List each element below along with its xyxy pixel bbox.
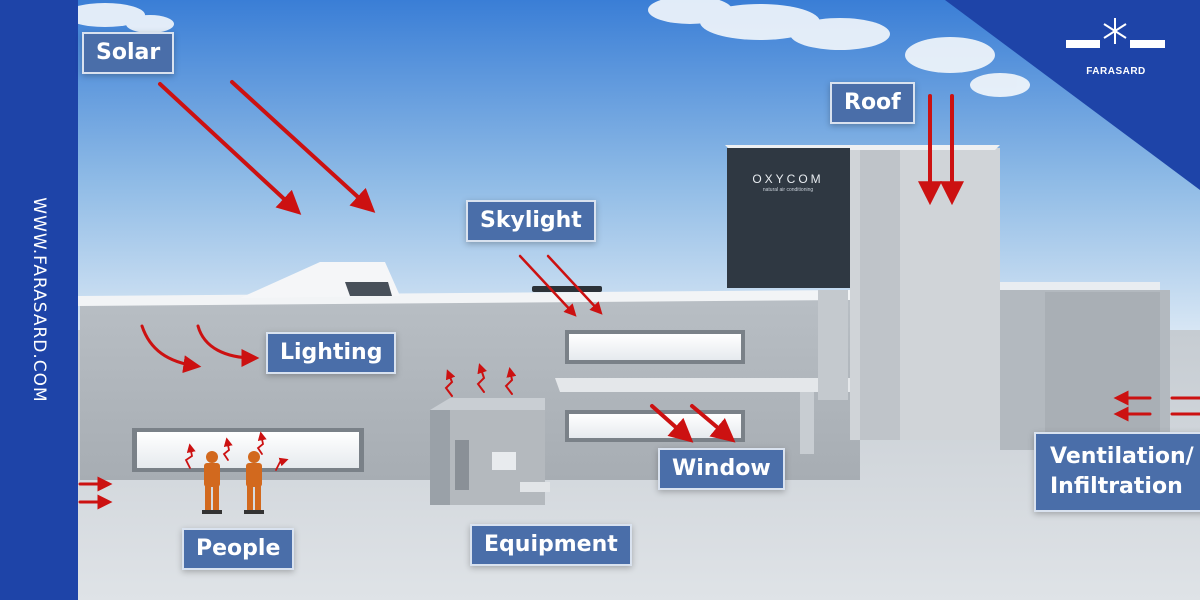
canopy [555,378,860,392]
skylight-arrow-2 [546,254,603,315]
building-sign-name: OXYCOM [752,172,824,186]
person-2 [244,451,264,514]
label-people: People [182,528,295,570]
people-heat-2 [222,437,233,461]
skylight-vent [345,282,392,296]
person-1 [202,451,222,514]
equipment-heat-2 [476,363,487,393]
lighting-arrow-1 [140,324,202,374]
solar-arrow-2 [230,80,376,213]
clouds [65,0,1030,97]
tower-shadow [860,150,900,440]
brand-name: FARASARD [1086,66,1146,77]
people-heat-3 [256,431,267,455]
canopy-post [800,392,814,454]
window-arrow-1 [650,404,694,443]
site-url[interactable]: WWW.FARASARD.COM [29,197,49,403]
people-heat-1 [184,443,196,469]
solar-arrow-1 [158,82,302,215]
annex-roof [990,282,1160,292]
window-arrow-2 [690,404,736,443]
label-solar: Solar [82,32,175,74]
main-roof [78,290,850,306]
snowflake-logo-icon [1066,18,1165,48]
building-sign-tagline: natural air conditioning [762,187,814,193]
heat-arrows [78,80,1200,510]
equipment-top [430,398,545,410]
label-ventilation: Ventilation/ Infiltration [1034,432,1200,512]
brand-sidebar: WWW.FARASARD.COM [0,0,78,600]
label-roof: Roof [830,82,915,124]
lighting-arrow-2 [196,324,260,367]
label-lighting: Lighting [266,332,397,374]
equipment-heat-3 [504,367,517,395]
brand-logo: FARASARD [1056,14,1176,84]
people-heat-4 [275,457,289,471]
label-window: Window [658,448,785,490]
annex-interior [1045,292,1160,442]
tower-sign-panel [727,148,850,288]
label-skylight: Skylight [466,200,596,242]
label-equipment: Equipment [470,524,632,566]
skylight-panel [532,286,602,292]
equipment-heat-1 [444,369,456,397]
skylight-arrow-1 [518,254,577,317]
